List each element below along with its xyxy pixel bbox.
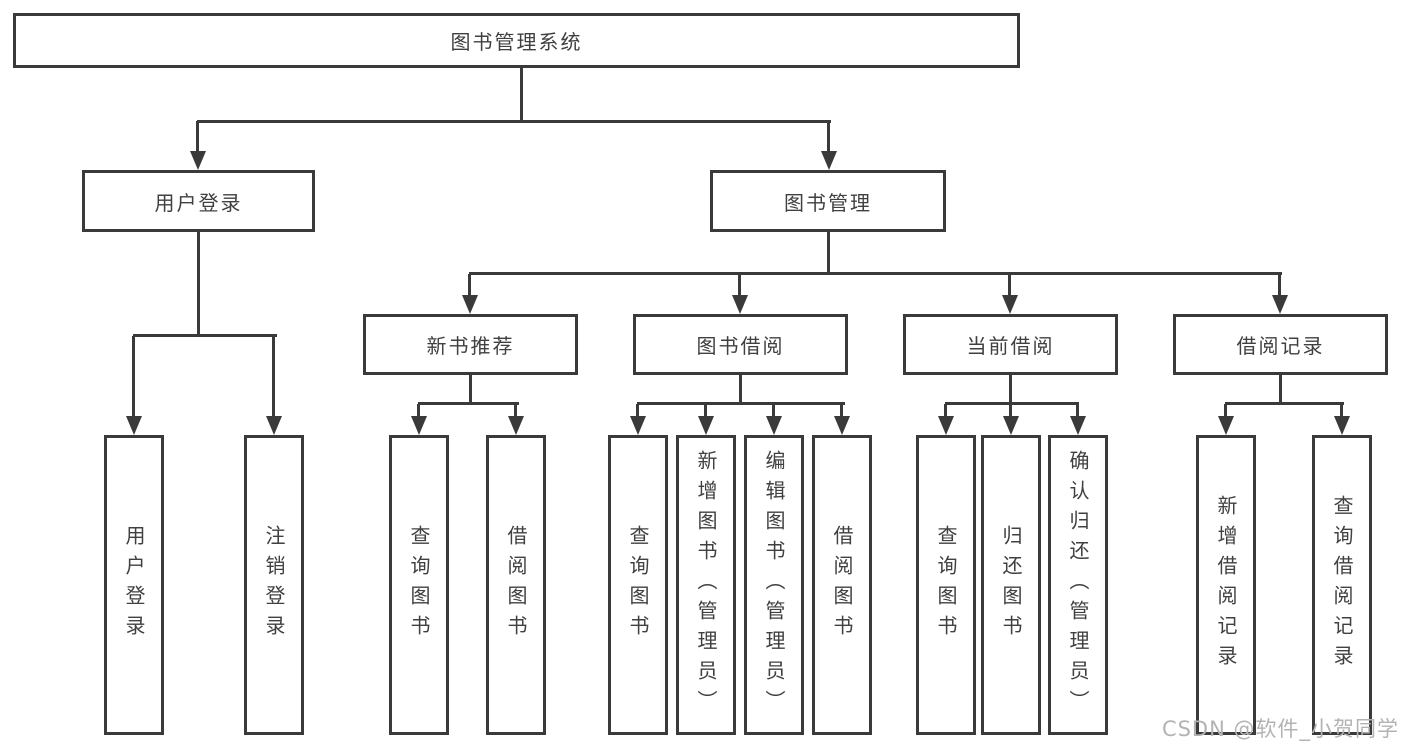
node-leaf-user-login: 用户登录 xyxy=(104,435,164,735)
leaf-label: 查询图书 xyxy=(407,525,431,645)
arrow-down-icon xyxy=(126,336,142,435)
connector-line xyxy=(418,402,519,405)
node-leaf-add-books-admin: 新增图书（管理员） xyxy=(676,435,736,735)
node-leaf-return-books: 归还图书 xyxy=(981,435,1041,735)
connector-line xyxy=(197,232,200,337)
leaf-label: 借阅图书 xyxy=(504,525,528,645)
leaf-label: 查询图书 xyxy=(626,525,650,645)
arrow-down-icon xyxy=(462,274,478,314)
arrow-down-icon xyxy=(698,404,714,435)
connector-line xyxy=(520,68,523,120)
arrow-down-icon xyxy=(938,404,954,435)
node-book-borrowing: 图书借阅 xyxy=(633,314,848,375)
connector-line xyxy=(739,375,742,405)
leaf-label: 借阅图书 xyxy=(830,525,854,645)
leaf-label: 用户登录 xyxy=(122,525,146,645)
arrow-down-icon xyxy=(1218,404,1234,435)
node-leaf-borrow-books-recommend: 借阅图书 xyxy=(486,435,546,735)
node-library-system: 图书管理系统 xyxy=(13,13,1020,68)
node-leaf-logout: 注销登录 xyxy=(244,435,304,735)
arrow-down-icon xyxy=(766,404,782,435)
node-leaf-query-books-recommend: 查询图书 xyxy=(389,435,449,735)
arrow-down-icon xyxy=(821,121,837,170)
connector-line xyxy=(469,272,1282,275)
connector-line xyxy=(133,334,277,337)
arrow-down-icon xyxy=(411,404,427,435)
connector-line xyxy=(1279,375,1282,405)
csdn-watermark: CSDN @软件_小贺同学 xyxy=(1161,717,1399,741)
leaf-label: 新增图书（管理员） xyxy=(694,450,718,720)
node-leaf-add-borrow-record: 新增借阅记录 xyxy=(1196,435,1256,735)
node-leaf-query-borrow-record: 查询借阅记录 xyxy=(1312,435,1372,735)
arrow-down-icon xyxy=(1003,404,1019,435)
node-leaf-confirm-return-admin: 确认归还（管理员） xyxy=(1048,435,1108,735)
node-current-borrowing: 当前借阅 xyxy=(903,314,1118,375)
leaf-label: 注销登录 xyxy=(262,525,286,645)
connector-line xyxy=(1009,375,1012,405)
connector-line xyxy=(197,120,831,123)
arrow-down-icon xyxy=(508,404,524,435)
node-leaf-query-books-borrowing: 查询图书 xyxy=(608,435,668,735)
node-leaf-edit-books-admin: 编辑图书（管理员） xyxy=(744,435,804,735)
arrow-down-icon xyxy=(834,404,850,435)
arrow-down-icon xyxy=(266,336,282,435)
arrow-down-icon xyxy=(732,274,748,314)
node-leaf-borrow-books: 借阅图书 xyxy=(812,435,872,735)
arrow-down-icon xyxy=(1070,404,1086,435)
leaf-label: 归还图书 xyxy=(999,525,1023,645)
node-leaf-query-books-current: 查询图书 xyxy=(916,435,976,735)
leaf-label: 新增借阅记录 xyxy=(1214,495,1238,675)
node-new-book-recommend: 新书推荐 xyxy=(363,314,578,375)
arrow-down-icon xyxy=(1272,274,1288,314)
arrow-down-icon xyxy=(1002,274,1018,314)
node-book-management: 图书管理 xyxy=(710,170,946,232)
node-borrowing-records: 借阅记录 xyxy=(1173,314,1388,375)
leaf-label: 查询借阅记录 xyxy=(1330,495,1354,675)
leaf-label: 编辑图书（管理员） xyxy=(762,450,786,720)
connector-line xyxy=(469,375,472,405)
connector-line xyxy=(827,232,830,275)
arrow-down-icon xyxy=(630,404,646,435)
connector-line xyxy=(1225,402,1344,405)
arrow-down-icon xyxy=(190,121,206,170)
leaf-label: 查询图书 xyxy=(934,525,958,645)
connector-line xyxy=(637,402,845,405)
node-user-login: 用户登录 xyxy=(82,170,315,232)
leaf-label: 确认归还（管理员） xyxy=(1066,450,1090,720)
arrow-down-icon xyxy=(1334,404,1350,435)
connector-line xyxy=(945,402,1079,405)
